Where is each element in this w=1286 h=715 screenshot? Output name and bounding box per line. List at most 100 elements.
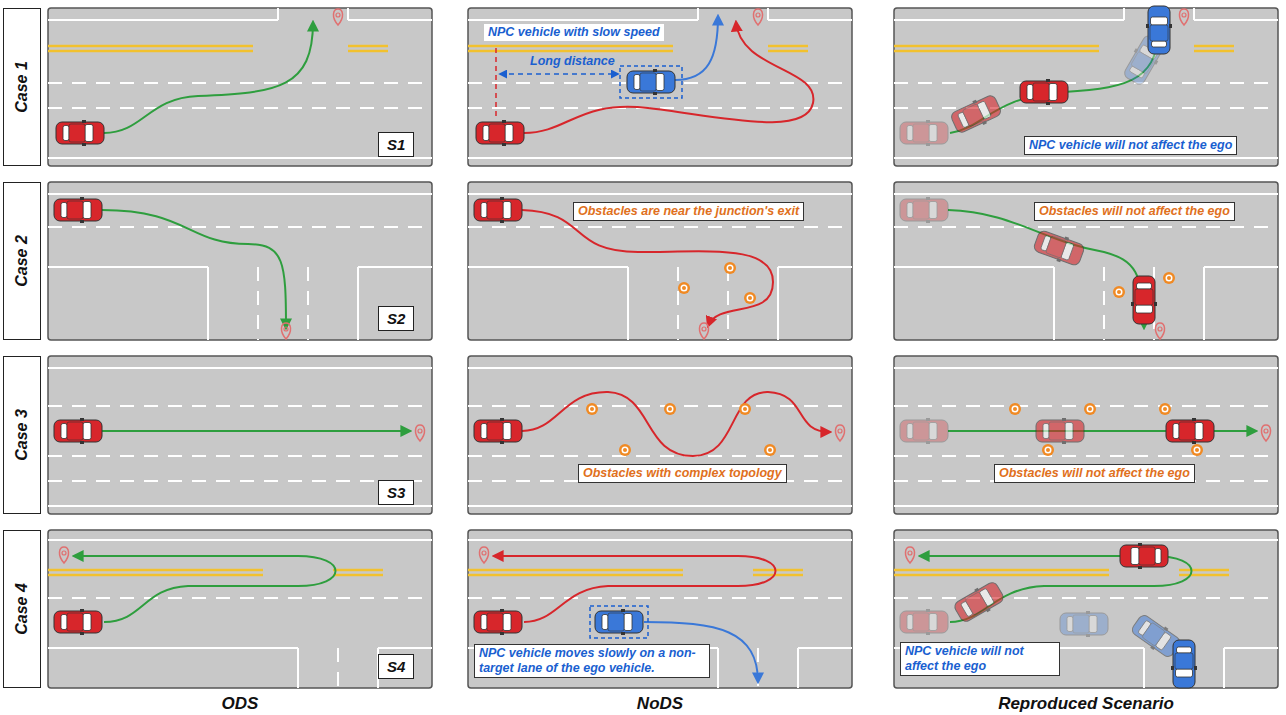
goal-pin <box>333 9 342 25</box>
obstacle <box>678 282 690 294</box>
vehicle <box>627 69 675 95</box>
obstacle <box>1163 272 1175 284</box>
obstacle <box>724 262 736 274</box>
vehicle <box>900 418 948 444</box>
case-label: Case 2 <box>3 182 41 340</box>
callout-text: NPC vehicle with slow speed <box>488 25 660 40</box>
scenario-id-box: S4 <box>378 654 414 679</box>
scenario-panel <box>48 530 432 688</box>
trajectory <box>104 22 313 133</box>
vehicle <box>1166 418 1214 444</box>
vehicle <box>1120 543 1168 569</box>
callout-text: Obstacles will not affect the ego <box>1039 204 1230 219</box>
vehicle <box>54 418 102 444</box>
case-label: Case 3 <box>3 356 41 514</box>
scenario-panel <box>48 8 432 166</box>
trajectory <box>522 392 830 456</box>
vehicle <box>476 120 524 146</box>
callout-text: Obstacles will not affect the ego <box>999 466 1190 481</box>
goal-pin <box>479 547 488 563</box>
obstacle <box>1113 286 1125 298</box>
goal-pin <box>415 425 424 441</box>
vehicle <box>54 197 102 223</box>
vehicle <box>54 609 102 635</box>
vehicle <box>1146 6 1172 54</box>
vehicle <box>1131 276 1157 324</box>
obstacle <box>586 403 598 415</box>
scenario-panel <box>468 530 852 688</box>
goal-pin <box>1179 9 1188 25</box>
goal-pin <box>699 323 708 339</box>
callout-box: Obstacles with complex topology <box>578 464 787 483</box>
column-label: NoDS <box>637 694 683 714</box>
callout-text: Obstacles are near the junction's exit <box>578 204 799 219</box>
vehicle <box>1171 640 1197 688</box>
trajectory <box>102 210 286 328</box>
case-title: Case 3 <box>13 409 31 461</box>
obstacle <box>1042 444 1054 456</box>
scenario-id-box: S3 <box>378 480 414 505</box>
callout-box: Obstacles will not affect the ego <box>994 464 1195 483</box>
goal-pin <box>835 425 844 441</box>
obstacle <box>744 292 756 304</box>
scenario-panel <box>48 356 432 514</box>
scenario-panel <box>894 530 1278 688</box>
vehicle <box>474 609 522 635</box>
scenario-id-box: S2 <box>378 306 414 331</box>
obstacle <box>619 444 631 456</box>
case-title: Case 2 <box>13 235 31 287</box>
obstacle <box>1191 444 1203 456</box>
goal-pin <box>1155 323 1164 339</box>
callout-text: NPC vehicle moves slowly on a non-target… <box>479 646 705 676</box>
vehicle <box>56 120 104 146</box>
callout-text: NPC vehicle will not affect the ego <box>905 644 1055 674</box>
obstacle <box>764 444 776 456</box>
column-label: ODS <box>222 694 259 714</box>
vehicle <box>952 579 1007 626</box>
goal-pin <box>281 323 290 339</box>
callout-box: NPC vehicle will not affect the ego <box>1024 136 1237 155</box>
goal-pin <box>905 547 914 563</box>
vehicle <box>900 609 948 635</box>
obstacle <box>1009 403 1021 415</box>
trajectory <box>495 48 497 118</box>
vehicle <box>595 609 643 635</box>
scenario-id-box: S1 <box>378 132 414 157</box>
vehicle <box>474 197 522 223</box>
vehicle <box>474 418 522 444</box>
obstacle <box>1159 403 1171 415</box>
callout-text: S4 <box>387 658 405 675</box>
goal-pin <box>1261 425 1270 441</box>
scenario-panel <box>48 182 432 340</box>
trajectory <box>74 556 336 622</box>
case-label: Case 1 <box>3 8 41 166</box>
callout-text: S3 <box>387 484 405 501</box>
trajectory <box>102 430 410 432</box>
callout-box: Obstacles will not affect the ego <box>1034 202 1235 221</box>
obstacle <box>739 403 751 415</box>
scenario-panel <box>894 182 1278 340</box>
case-title: Case 1 <box>13 61 31 113</box>
vehicle <box>1036 418 1084 444</box>
callout-box: NPC vehicle moves slowly on a non-target… <box>474 644 710 678</box>
scenario-panel <box>468 182 852 340</box>
vehicle <box>1032 228 1086 269</box>
vehicle <box>1020 79 1068 105</box>
distance-label: Long distance <box>530 54 615 68</box>
trajectory <box>522 210 773 326</box>
scenario-panel <box>894 6 1278 166</box>
callout-text: S2 <box>387 310 405 327</box>
case-label: Case 4 <box>3 530 41 688</box>
goal-pin <box>753 9 762 25</box>
goal-pin <box>59 547 68 563</box>
scenario-panel <box>894 356 1278 514</box>
callout-box: NPC vehicle will not affect the ego <box>900 642 1060 676</box>
obstacle <box>1084 403 1096 415</box>
obstacle <box>664 403 676 415</box>
callout-text: Obstacles with complex topology <box>583 466 782 481</box>
vehicle <box>900 120 948 146</box>
trajectory <box>948 210 1144 328</box>
column-label: Reproduced Scenario <box>998 694 1174 714</box>
